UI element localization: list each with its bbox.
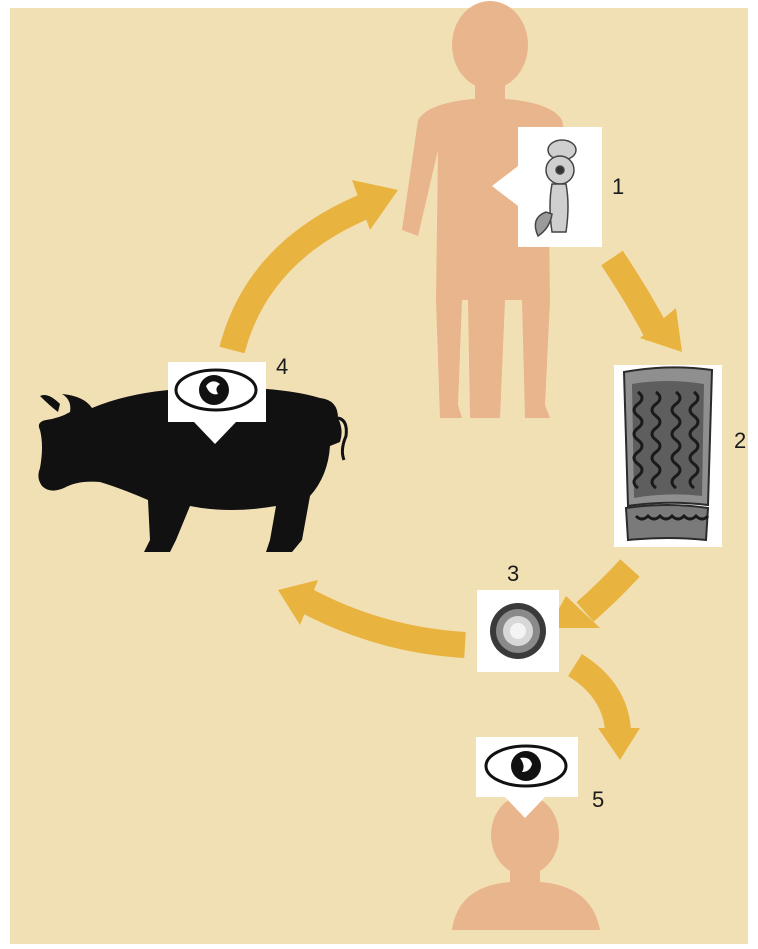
stage-3-number: 3 xyxy=(507,561,519,586)
stage-5-number: 5 xyxy=(592,787,604,812)
stage-2-number: 2 xyxy=(734,428,746,453)
stage-2-panel xyxy=(614,365,722,547)
cysticercus-in-human-icon xyxy=(486,746,566,786)
stage-4-number: 4 xyxy=(276,354,288,379)
stage-1-number: 1 xyxy=(612,174,624,199)
stage-3-panel xyxy=(477,590,559,672)
cysticercus-in-pig-icon xyxy=(176,370,256,410)
egg-icon xyxy=(490,603,546,659)
gravid-proglottid-icon xyxy=(624,367,712,540)
